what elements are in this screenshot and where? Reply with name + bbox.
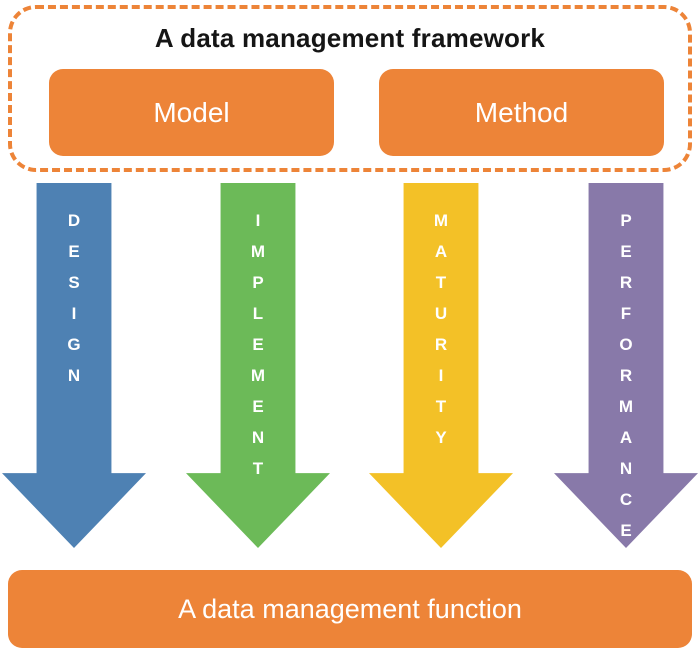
method-box: Method — [379, 69, 664, 156]
framework-title: A data management framework — [154, 23, 546, 53]
function-bar-label: A data management function — [178, 593, 522, 624]
function-bar: A data management function — [8, 570, 692, 648]
method-label: Method — [474, 96, 569, 128]
model-box: Model — [49, 69, 334, 156]
model-label: Model — [153, 96, 230, 128]
framework-dashed-box: A data management framework Model Method — [8, 5, 692, 172]
